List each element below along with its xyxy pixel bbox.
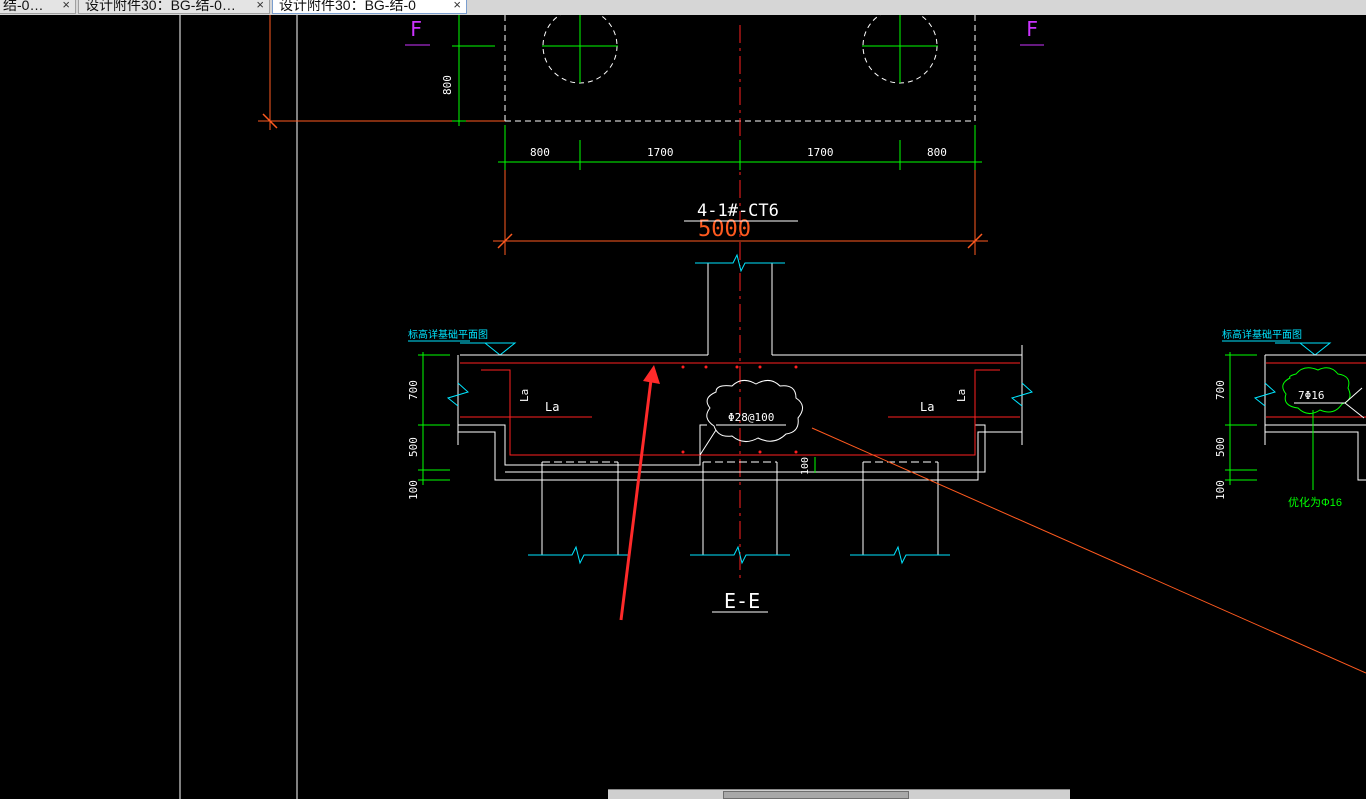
dim-text-500: 500 [407, 437, 420, 457]
dim-chain-horizontal: 800 1700 1700 800 [498, 125, 982, 170]
document-tab-bar: 结-0… × 设计附件30：BG-结-0… × 设计附件30：BG-结-0 × [0, 0, 1366, 15]
pile-cap-label: 4-1#-CT6 [697, 201, 779, 221]
tab-label: 设计附件30：BG-结-0… [85, 0, 236, 13]
dim-vertical-left: 700 500 100 [407, 352, 450, 500]
right-dim-text-100: 100 [1214, 480, 1227, 500]
top-left-dimension [258, 15, 505, 130]
horizontal-scrollbar[interactable] [608, 789, 1070, 799]
right-partial-section: 标高详基础平面图 700 500 100 7Φ16 优化为Φ16 [1214, 328, 1366, 509]
dim-text-100: 100 [407, 480, 420, 500]
annotation-arrow-icon [619, 365, 660, 621]
dim-text-800-b: 800 [927, 146, 947, 159]
elevation-note-right: 标高详基础平面图 [1222, 328, 1302, 341]
dim-text-1700-a: 1700 [647, 146, 674, 159]
column-section [695, 253, 785, 355]
close-icon[interactable]: × [62, 0, 70, 12]
piles [528, 461, 950, 565]
right-dim-text-500: 500 [1214, 437, 1227, 457]
pile-cap-section: 标高详基础平面图 La La La La Φ28@100 100 [408, 328, 1033, 481]
la-label-right: La [920, 400, 934, 414]
elevation-note-left: 标高详基础平面图 [408, 328, 488, 341]
dim-overall: 5000 4-1#-CT6 [493, 170, 988, 255]
small-dim-100: 100 [800, 457, 811, 475]
rebar-label: Φ28@100 [728, 411, 774, 424]
la-label-left-vertical: La [518, 389, 531, 402]
tab-drawing-2[interactable]: 设计附件30：BG-结-0… × [78, 0, 270, 14]
section-mark-left: F [410, 17, 422, 41]
tab-label: 结-0… [3, 0, 44, 13]
tab-drawing-3-active[interactable]: 设计附件30：BG-结-0 × [272, 0, 467, 14]
scrollbar-thumb[interactable] [723, 791, 909, 799]
revision-cloud-icon [706, 380, 803, 442]
dim-text-800-vertical: 800 [441, 75, 454, 95]
right-rebar-label: 7Φ16 [1298, 389, 1325, 402]
section-title: E-E [724, 589, 760, 613]
tab-drawing-1[interactable]: 结-0… × [0, 0, 76, 14]
la-label-right-vertical: La [955, 389, 968, 402]
dim-text-1700-b: 1700 [807, 146, 834, 159]
close-icon[interactable]: × [256, 0, 264, 12]
dim-text-700: 700 [407, 380, 420, 400]
close-icon[interactable]: × [453, 0, 461, 12]
tab-label: 设计附件30：BG-结-0 [279, 0, 416, 13]
section-mark-right: F [1026, 17, 1038, 41]
leader-line [811, 427, 1366, 674]
dim-text-800-a: 800 [530, 146, 550, 159]
right-dim-text-700: 700 [1214, 380, 1227, 400]
right-optimize-note: 优化为Φ16 [1288, 495, 1342, 509]
dim-vertical-800: 800 [441, 15, 495, 126]
la-label-left: La [545, 400, 559, 414]
revision-cloud-icon [1282, 367, 1351, 414]
